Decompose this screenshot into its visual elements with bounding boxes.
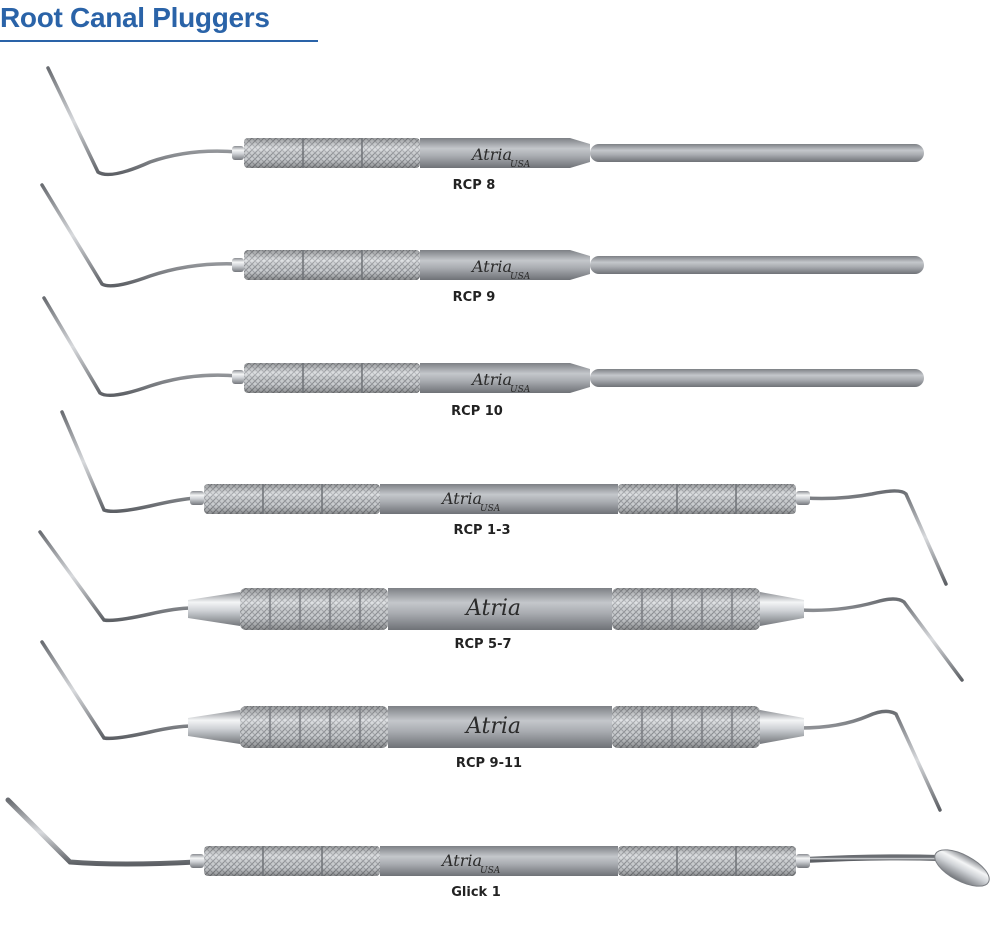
instrument-label: RCP 5-7 <box>454 637 512 652</box>
title-underline: Root Canal Pluggers <box>0 0 318 42</box>
brand-logo: Atria <box>440 489 482 508</box>
brand-logo: Atria <box>464 714 521 739</box>
instrument-label: RCP 10 <box>451 404 503 419</box>
instrument-glick-1: Atria USA <box>5 797 990 887</box>
instrument-label: RCP 1-3 <box>453 523 511 538</box>
brand-logo-sub: USA <box>480 866 501 876</box>
instrument-rcp-8: Atria USA <box>46 66 924 177</box>
brand-logo: Atria <box>470 145 512 164</box>
brand-logo: Atria <box>470 370 512 389</box>
brand-logo: Atria <box>470 257 512 276</box>
instrument-label: RCP 8 <box>452 178 496 193</box>
brand-logo-sub: USA <box>480 504 501 514</box>
instrument-label: RCP 9-11 <box>455 756 523 771</box>
instrument-rcp-9: Atria USA <box>40 183 924 288</box>
page-title: Root Canal Pluggers <box>0 2 270 33</box>
brand-logo-sub: USA <box>510 272 531 282</box>
instrument-label: Glick 1 <box>451 885 501 900</box>
instrument-rcp-9-11: Atria <box>40 640 942 812</box>
brand-logo: Atria <box>464 596 521 621</box>
instrument-rcp-1-3: Atria USA <box>60 410 948 586</box>
brand-logo-sub: USA <box>510 385 531 395</box>
brand-logo: Atria <box>440 851 482 870</box>
instrument-rcp-5-7: Atria <box>38 530 964 682</box>
instrument-label: RCP 9 <box>452 290 496 305</box>
instrument-rcp-10: Atria USA <box>42 296 924 398</box>
brand-logo-sub: USA <box>510 160 531 170</box>
